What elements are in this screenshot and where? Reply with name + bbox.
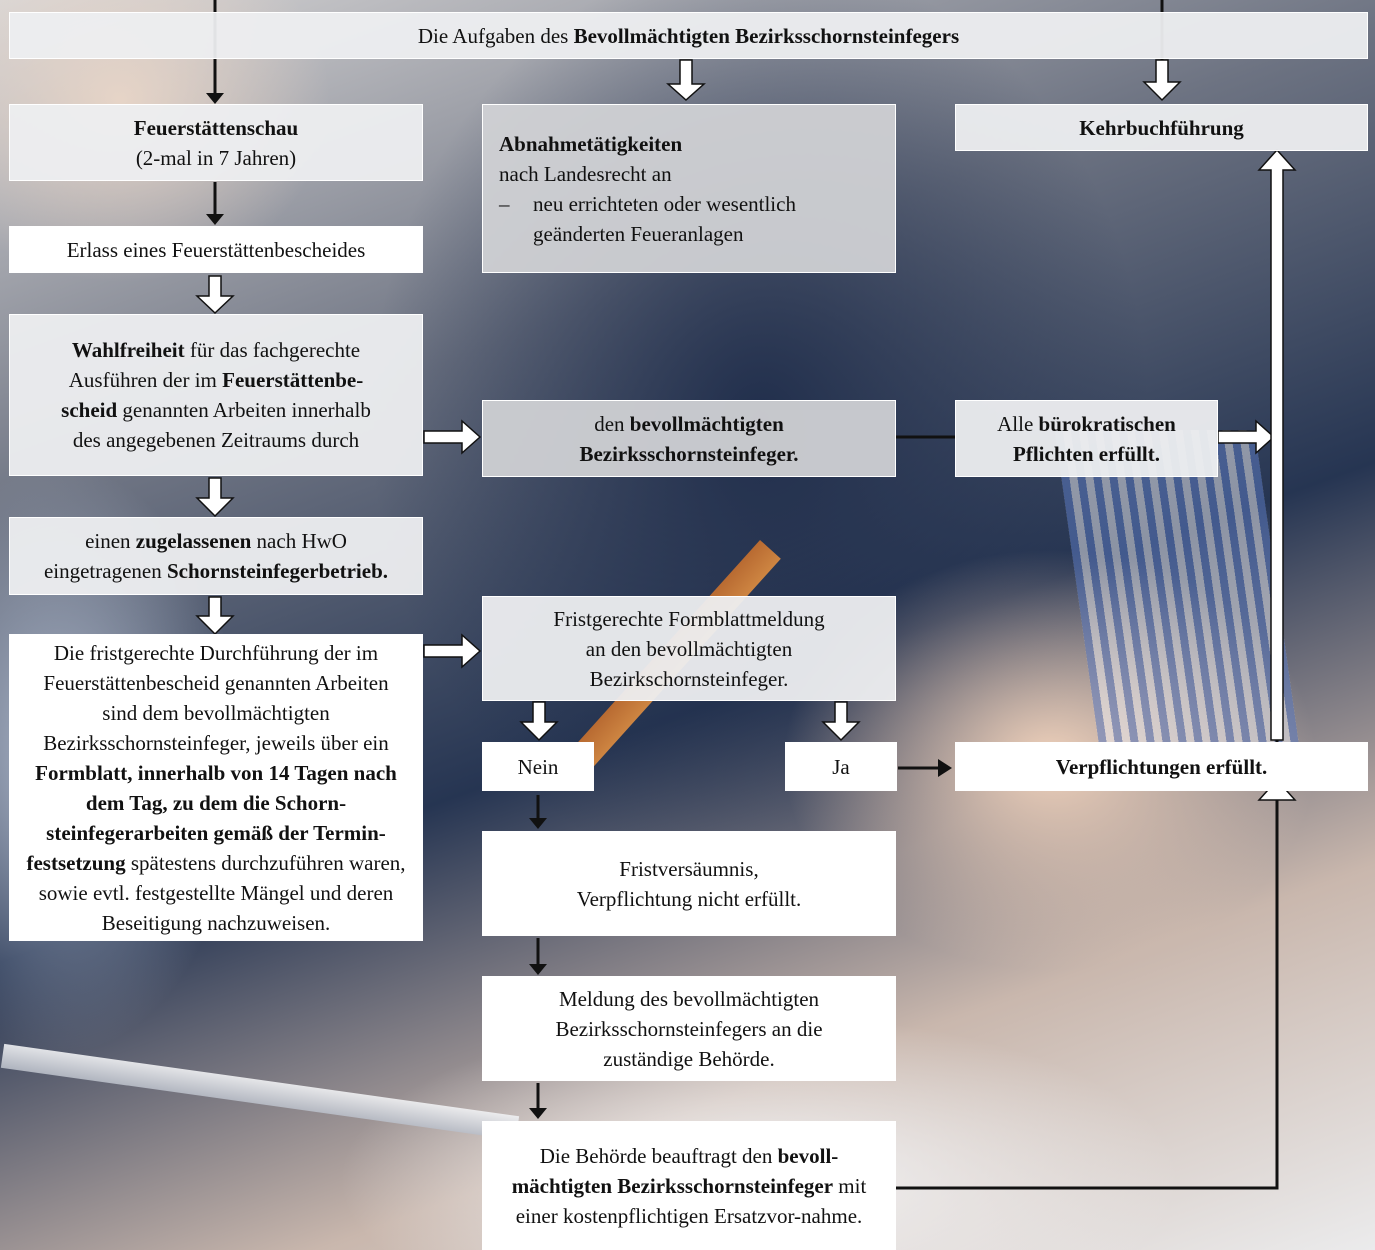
- abnahme-bullet: – neu errichteten oder wesentlich: [499, 189, 796, 219]
- feuerstaettenschau-subtitle: (2-mal in 7 Jahren): [135, 145, 297, 170]
- formblatt-box: Fristgerechte Formblattmeldung an den be…: [482, 596, 896, 701]
- behoerde-bold: bevoll-mächtigten Bezirksschornsteinfege…: [511, 1143, 839, 1198]
- meldung-line3: zuständige Behörde.: [603, 1046, 775, 1071]
- arrow-wahl-to-bevoll: [423, 419, 482, 455]
- abnahme-bullet-line1: neu errichteten oder wesentlich: [533, 191, 796, 216]
- buerokratisch-box: Alle bürokratischen Pflichten erfüllt.: [955, 400, 1218, 477]
- kehrbuch-box: Kehrbuchführung: [955, 104, 1368, 151]
- zugelassen-box: einen zugelassenen nach HwO eingetragene…: [9, 517, 423, 595]
- feuerstaettenschau-title: Feuerstättenschau: [133, 115, 299, 140]
- feuerstaettenschau-box: Feuerstättenschau (2-mal in 7 Jahren): [9, 104, 423, 181]
- buero-prefix: Alle: [997, 411, 1039, 436]
- durch-bold: Formblatt, innerhalb von 14 Tagen nach d…: [26, 760, 397, 875]
- header-bold-text: Bevollmächtigten Bezirksschornsteinfeger…: [573, 23, 960, 48]
- bevoll-prefix: den: [594, 411, 630, 436]
- formblatt-line1: Fristgerechte Formblattmeldung: [553, 606, 825, 631]
- durch-text1: Die fristgerechte Durchführung der im Fe…: [43, 640, 389, 755]
- zug-prefix: einen: [85, 529, 136, 553]
- zug-bold2: Schornsteinfegerbetrieb.: [166, 559, 389, 583]
- bevollmaechtigter-box: den bevollmächtigten Bezirksschornsteinf…: [482, 400, 896, 477]
- verpflichtungen-text: Verpflichtungen erfüllt.: [1055, 754, 1268, 779]
- buero-bold1: bürokratischen: [1038, 411, 1176, 436]
- erlass-box: Erlass eines Feuerstättenbescheides: [9, 226, 423, 273]
- meldung-behoerde-box: Meldung des bevollmächtigten Bezirksscho…: [482, 976, 896, 1081]
- behoerde-text1: Die Behörde beauftragt den: [539, 1143, 778, 1168]
- abnahme-subtitle: nach Landesrecht an: [499, 161, 672, 186]
- header-bar: Die Aufgaben des Bevollmächtigten Bezirk…: [9, 12, 1368, 59]
- ja-text: Ja: [832, 754, 850, 779]
- durch-text2: spätestens durchzuführen waren, sowie ev…: [38, 850, 406, 935]
- wahlfreiheit-bold2: Feuerstättenbe-scheid: [61, 368, 364, 422]
- wahlfreiheit-text2: genannten Arbeiten innerhalb des angegeb…: [72, 398, 371, 452]
- abnahme-bullet-line2: geänderten Feueranlagen: [533, 221, 744, 246]
- frist-line1: Fristversäumnis,: [619, 856, 759, 881]
- wahlfreiheit-text1: für das fachgerechte Ausführen der im: [68, 338, 361, 392]
- bullet-dash: –: [499, 191, 510, 216]
- arrow-pflichten-to-kehrbuch-line: [1217, 419, 1276, 455]
- durchfuehrung-box: Die fristgerechte Durchführung der im Fe…: [9, 634, 423, 941]
- behoerde-text2: mit einer kostenpflichtigen Ersatzvor-na…: [515, 1173, 867, 1228]
- buero-bold2: Pflichten erfüllt.: [1013, 441, 1160, 466]
- abnahme-box: Abnahmetätigkeiten nach Landesrecht an –…: [482, 104, 896, 273]
- arrow-durch-to-formblatt: [423, 633, 482, 669]
- bevoll-bold2: Bezirksschornsteinfeger.: [579, 441, 799, 466]
- nein-text: Nein: [517, 754, 559, 779]
- header-text: Die Aufgaben des: [417, 23, 574, 48]
- verpflichtungen-box: Verpflichtungen erfüllt.: [955, 742, 1368, 791]
- formblatt-line2: an den bevollmächtigten: [585, 636, 793, 661]
- wahlfreiheit-bold: Wahlfreiheit: [71, 338, 185, 362]
- bevoll-bold1: bevollmächtigten: [629, 411, 784, 436]
- hollow-arrows: [195, 59, 1182, 742]
- nein-box: Nein: [482, 742, 594, 791]
- zug-bold1: zugelassenen: [135, 529, 252, 553]
- kehrbuch-title: Kehrbuchführung: [1079, 115, 1244, 140]
- wahlfreiheit-box: Wahlfreiheit für das fachgerechte Ausfüh…: [9, 314, 423, 476]
- formblatt-line3: Bezirkschornsteinfeger.: [589, 666, 789, 691]
- fristversaeumnis-box: Fristversäumnis, Verpflichtung nicht erf…: [482, 831, 896, 936]
- erlass-text: Erlass eines Feuerstättenbescheides: [66, 237, 366, 262]
- frist-line2: Verpflichtung nicht erfüllt.: [576, 886, 802, 911]
- meldung-line2: Bezirksschornsteinfegers an die: [555, 1016, 823, 1041]
- zug-mid: nach HwO: [251, 529, 347, 553]
- meldung-line1: Meldung des bevollmächtigten: [558, 986, 820, 1011]
- abnahme-title: Abnahmetätigkeiten: [499, 131, 683, 156]
- behoerde-beauftragt-box: Die Behörde beauftragt den bevoll-mächti…: [482, 1121, 896, 1250]
- arrow-behoerde-to-verpflichtungen: [896, 790, 1279, 1190]
- zug-line2-prefix: eingetragenen: [43, 559, 167, 583]
- hollow-line-to-kehrbuch: [1257, 148, 1297, 741]
- ja-box: Ja: [785, 742, 897, 791]
